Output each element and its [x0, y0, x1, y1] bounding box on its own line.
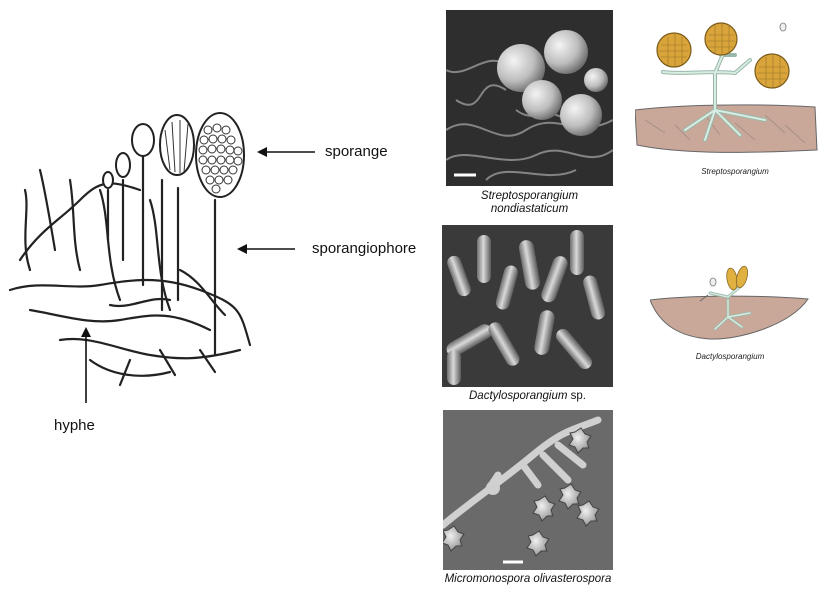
streptosporangium-drawing-caption: Streptosporangium	[660, 167, 810, 176]
dactylosporangium-drawing-caption: Dactylosporangium	[665, 352, 795, 361]
mycelium-drawing	[0, 110, 260, 400]
dactylosporangium-caption-suffix: sp.	[567, 390, 586, 402]
streptosporangium-caption-line2: nondiastaticum	[446, 203, 613, 216]
dactylosporangium-drawing	[650, 265, 810, 345]
dactylosporangium-caption: Dactylosporangium sp.	[430, 390, 625, 403]
hyphe-label: hyphe	[54, 417, 95, 434]
micromonospora-caption: Micromonospora olivasterospora	[415, 573, 641, 586]
sporangiophore-label: sporangiophore	[312, 240, 416, 257]
dactylosporangium-photo	[442, 225, 613, 387]
sporange-label: sporange	[325, 143, 388, 160]
streptosporangium-caption: Streptosporangium nondiastaticum	[446, 190, 613, 216]
hyphe-arrow	[79, 325, 93, 405]
streptosporangium-photo	[446, 10, 613, 186]
streptosporangium-drawing	[635, 15, 821, 155]
sporangiophore-arrow	[235, 242, 297, 256]
sporange-arrow	[255, 145, 317, 159]
streptosporangium-caption-line1: Streptosporangium	[446, 190, 613, 203]
micromonospora-photo	[443, 410, 613, 570]
dactylosporangium-caption-genus: Dactylosporangium	[469, 390, 567, 402]
